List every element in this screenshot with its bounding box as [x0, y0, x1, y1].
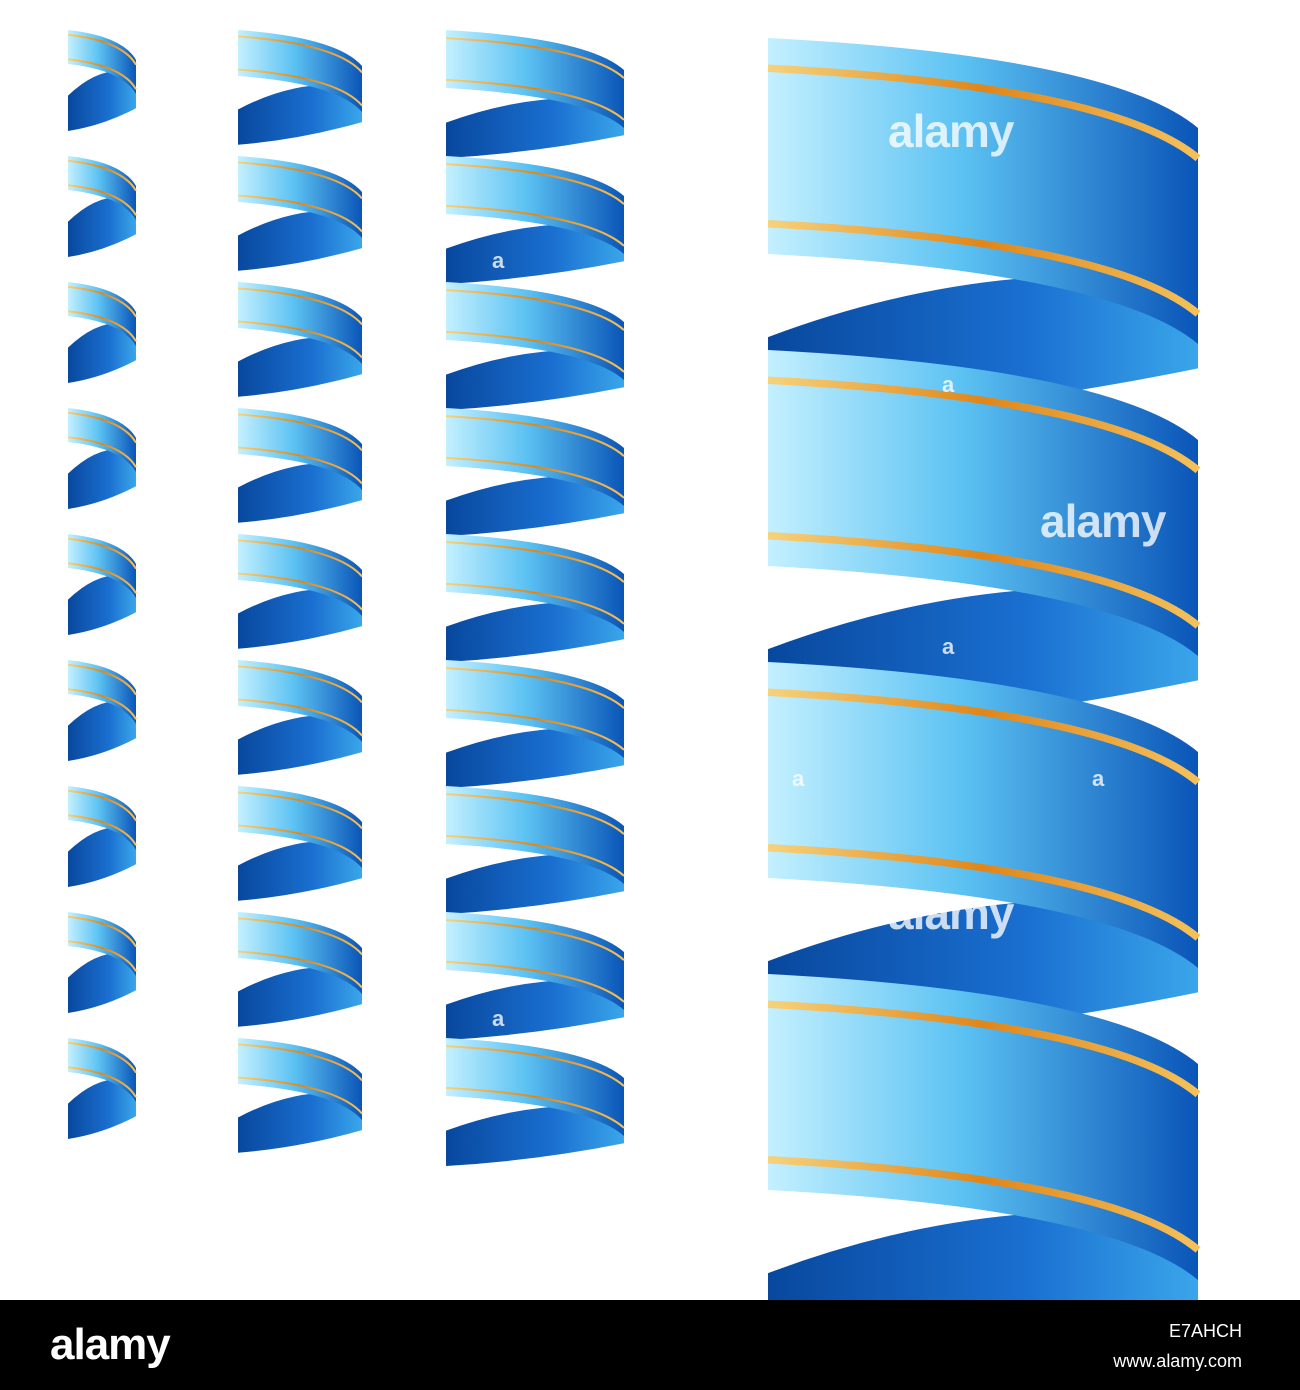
- streamer-illustration: [67, 30, 1201, 1300]
- image-id: E7AHCH: [1168, 1321, 1242, 1341]
- site-url: www.alamy.com: [1113, 1351, 1242, 1371]
- spiral-streamer-2: [237, 30, 363, 1153]
- spiral-streamer-4: [767, 38, 1201, 1300]
- stock-footer-bar: alamy E7AHCH www.alamy.com: [0, 1300, 1300, 1390]
- spiral-streamer-1: [67, 30, 137, 1139]
- alamy-logo: alamy: [50, 1320, 171, 1369]
- spiral-streamer-3: [445, 30, 625, 1166]
